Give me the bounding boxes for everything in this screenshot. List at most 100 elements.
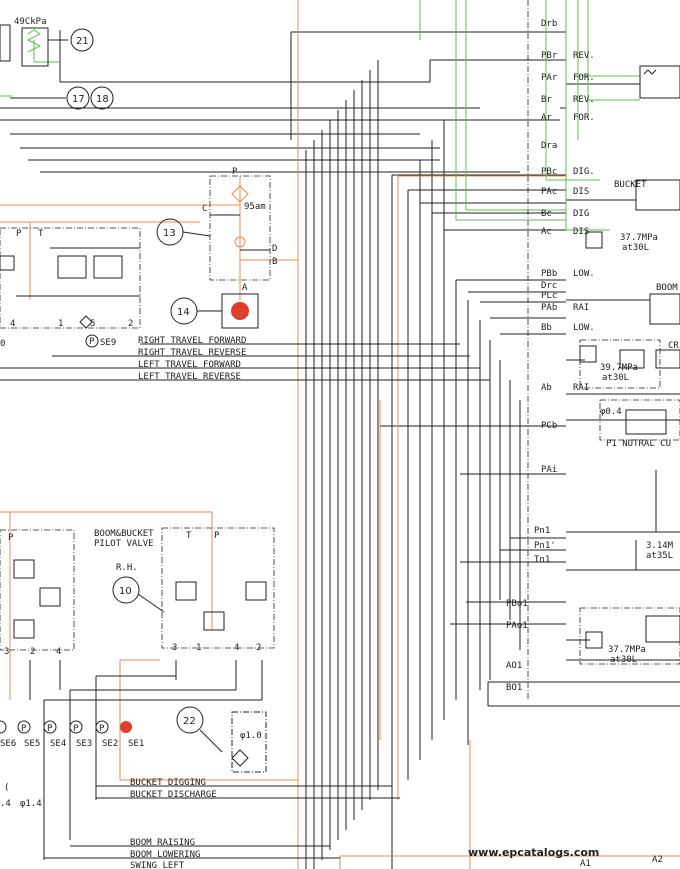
item-14: 14 [170,293,259,329]
callout-22: 22 [183,716,196,727]
boom-title-1: BOOM&BUCKET [94,529,154,539]
left-port-2: 2 [30,647,35,657]
sensor-se2: SE2 [102,739,118,749]
callout-18: 18 [96,94,109,105]
left-unit-1: 1 [58,319,63,329]
boom-port-4: 4 [234,643,239,653]
travel-lines [0,343,490,381]
port-plc: PLc [541,291,557,301]
sensor-p-3: P [47,724,53,734]
label-a1: A1 [580,859,591,869]
valve13-b: B [272,257,277,267]
boom-line-3: SWING LEFT [130,861,185,869]
pressure-314: 3.14M [646,541,674,551]
port-drc: Drc [541,281,557,291]
misc-paren: ( [4,783,9,793]
unit-boundaries [0,0,680,700]
boom-port-1: 1 [196,643,201,653]
travel-line-3: LEFT TRAVEL FORWARD [138,360,241,370]
port-ac: Ac [541,227,552,237]
green-pilot-lines [0,0,640,231]
valve-13: P C D B A 95am 13 [156,167,277,293]
orifice-22: φ1.0 [240,731,262,741]
pressure-314-flow: at35L [646,551,673,561]
boom-port-3: 3 [172,643,177,653]
pressure-switch-21: 49CkPa 21 [0,17,94,67]
left-port-4: 4 [56,647,61,657]
port-pai: PAi [541,465,557,475]
bucket-line-2: BUCKET DISCHARGE [130,790,217,800]
valve13-p: P [232,167,238,177]
travel-line-1: RIGHT TRAVEL FORWARD [138,336,246,346]
port-bb-label: LOW. [573,323,595,333]
misc-phi14: φ1.4 [20,799,42,809]
boom-port-2: 2 [256,643,261,653]
misc-n14: .4 [0,799,11,809]
item-22: 22 φ1.0 [176,706,267,773]
boom-t: T [186,531,192,541]
port-pbb-label: LOW. [573,269,595,279]
callout-21: 21 [76,36,89,47]
port-pab-label: RAI [573,303,589,313]
pressure-37b: 37.7MPa [608,645,646,655]
orifice-04: φ0.4 [600,407,622,417]
boom-title-2: PILOT VALVE [94,539,154,549]
callouts-17-18: 17 18 [10,86,114,110]
port-pac: PAc [541,187,557,197]
misc-o-left: 0 [0,339,5,349]
boom-line-2: BOOM LOWERING [130,850,200,860]
port-pn1p: Pn1' [534,541,556,551]
bottom-lines [44,785,400,859]
port-br-label: REV. [573,95,595,105]
valve13-d: D [272,244,277,254]
sensor-p-4: P [73,724,79,734]
left-unit-p: P [16,229,22,239]
port-bo1: BO1 [506,683,522,693]
bucket-label: BUCKET [614,180,647,190]
p1-neutral: P1 NUTRAL CU [606,439,671,449]
boom-label: BOOM [656,283,678,293]
travel-line-4: LEFT TRAVEL REVERSE [138,372,241,382]
sensor-se3: SE3 [76,739,92,749]
port-br: Br [541,95,552,105]
port-pac-label: DIS [573,187,589,197]
callout-17: 17 [72,94,85,105]
port-tn1: Tn1 [534,555,550,565]
pressure-sensors: P P P P SE6 SE5 SE4 SE3 SE2 SE1 ( .4 φ1.… [0,339,144,809]
callout-10: 10 [119,586,132,597]
port-ac-label: DIS [573,227,589,237]
port-par: PAr [541,73,558,83]
right-components: BUCKET BOOM 37.7MPa at30L CR 39.7MPa at3… [579,65,680,869]
port-pbr-label: REV. [573,51,595,61]
port-ab: Ab [541,383,552,393]
callout-13: 13 [163,228,176,239]
sensor-se1: SE1 [128,739,144,749]
port-par-label: FOR. [573,73,595,83]
pressure-37b-flow: at30L [610,655,637,665]
port-pbo1: PBo1 [506,599,528,609]
port-pao1: PAo1 [506,621,528,631]
travel-line-2: RIGHT TRAVEL REVERSE [138,348,246,358]
horizontal-lines [0,26,680,707]
pressure-top-label: 49CkPa [14,17,47,27]
port-pn1: Pn1 [534,526,550,536]
port-pbc-label: DIG. [573,167,595,177]
left-unit-5: 5 [90,319,95,329]
left-unit-p-circle: P [89,337,95,347]
left-p: P [8,533,14,543]
bucket-line-1: BUCKET DIGGING [130,778,206,788]
boom-p: P [214,531,220,541]
sensor-p-5: P [99,724,105,734]
port-bc: Bc [541,209,552,219]
port-labels: Drb PBr REV. PAr FOR. Br REV. Ar FOR. Dr… [506,19,595,693]
label-a2: A2 [652,855,663,865]
se9-label: SE9 [100,338,116,348]
pressure-37a-flow: at30L [622,243,649,253]
port-ab-label: RAI [573,383,589,393]
left-port-3: 3 [4,647,9,657]
port-pcb: PCb [541,421,557,431]
port-pbb: PBb [541,269,557,279]
valve13-orifice: 95am [244,202,266,212]
sensor-se5: SE5 [24,739,40,749]
